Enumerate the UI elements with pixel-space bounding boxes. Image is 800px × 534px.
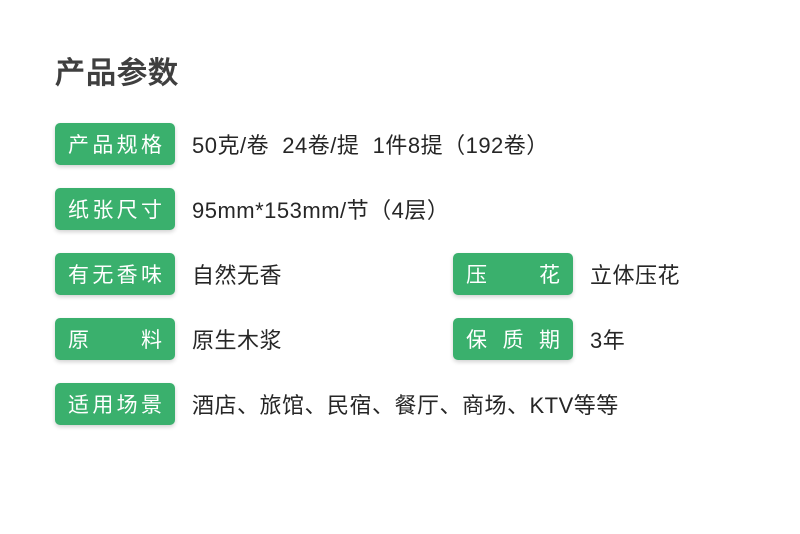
badge-char: 场 — [116, 394, 138, 417]
param-value: 3年 — [590, 328, 626, 353]
param-label-badge: 纸张尺寸 — [55, 188, 175, 230]
badge-char: 味 — [140, 264, 162, 287]
param-value: 立体压花 — [590, 263, 681, 288]
badge-char: 用 — [92, 394, 114, 417]
badge-char: 期 — [539, 329, 560, 352]
badge-char: 景 — [140, 394, 162, 417]
param-label-badge: 原料 — [55, 318, 175, 360]
param-field-embossing: 压花 立体压花 — [453, 253, 680, 295]
badge-char: 香 — [116, 264, 138, 287]
badge-char: 质 — [502, 329, 524, 352]
badge-char: 保 — [466, 329, 487, 352]
param-row: 纸张尺寸 95mm*153mm/节（4层） — [55, 188, 800, 230]
badge-char: 产 — [68, 134, 89, 157]
param-value: 酒店、旅馆、民宿、餐厅、商场、KTV等等 — [192, 393, 619, 418]
badge-char: 寸 — [140, 199, 162, 222]
param-row: 原料 原生木浆 保质期 3年 — [55, 318, 800, 360]
param-field-scent: 有无香味 自然无香 — [55, 253, 453, 295]
badge-char: 格 — [140, 134, 162, 157]
param-label-badge: 保质期 — [453, 318, 573, 360]
param-value: 95mm*153mm/节（4层） — [192, 198, 450, 223]
badge-char: 原 — [68, 329, 89, 352]
badge-char: 品 — [92, 134, 114, 157]
param-row: 产品规格 50克/卷 24卷/提 1件8提（192卷） — [55, 123, 800, 165]
badge-char: 花 — [539, 264, 560, 287]
page-title: 产品参数 — [55, 57, 179, 90]
param-value: 自然无香 — [192, 263, 283, 288]
param-label-badge: 压花 — [453, 253, 573, 295]
badge-char: 尺 — [116, 199, 138, 222]
param-field-scenarios: 适用场景 酒店、旅馆、民宿、餐厅、商场、KTV等等 — [55, 383, 619, 425]
param-field-paper-size: 纸张尺寸 95mm*153mm/节（4层） — [55, 188, 449, 230]
param-field-product-spec: 产品规格 50克/卷 24卷/提 1件8提（192卷） — [55, 123, 549, 165]
param-row: 有无香味 自然无香 压花 立体压花 — [55, 253, 800, 295]
param-field-raw-material: 原料 原生木浆 — [55, 318, 453, 360]
parameter-list: 产品规格 50克/卷 24卷/提 1件8提（192卷） 纸张尺寸 95mm*15… — [55, 123, 800, 425]
badge-char: 有 — [68, 264, 89, 287]
param-label-badge: 适用场景 — [55, 383, 175, 425]
badge-char: 料 — [141, 329, 162, 352]
badge-char: 无 — [92, 264, 114, 287]
param-label-badge: 产品规格 — [55, 123, 175, 165]
param-value: 原生木浆 — [192, 328, 283, 353]
badge-char: 张 — [92, 199, 114, 222]
badge-char: 纸 — [68, 199, 89, 222]
badge-char: 规 — [116, 134, 138, 157]
param-label-badge: 有无香味 — [55, 253, 175, 295]
param-row: 适用场景 酒店、旅馆、民宿、餐厅、商场、KTV等等 — [55, 383, 800, 425]
param-value: 50克/卷 24卷/提 1件8提（192卷） — [192, 133, 549, 158]
badge-char: 适 — [68, 394, 89, 417]
badge-char: 压 — [466, 264, 487, 287]
param-field-shelf-life: 保质期 3年 — [453, 318, 625, 360]
